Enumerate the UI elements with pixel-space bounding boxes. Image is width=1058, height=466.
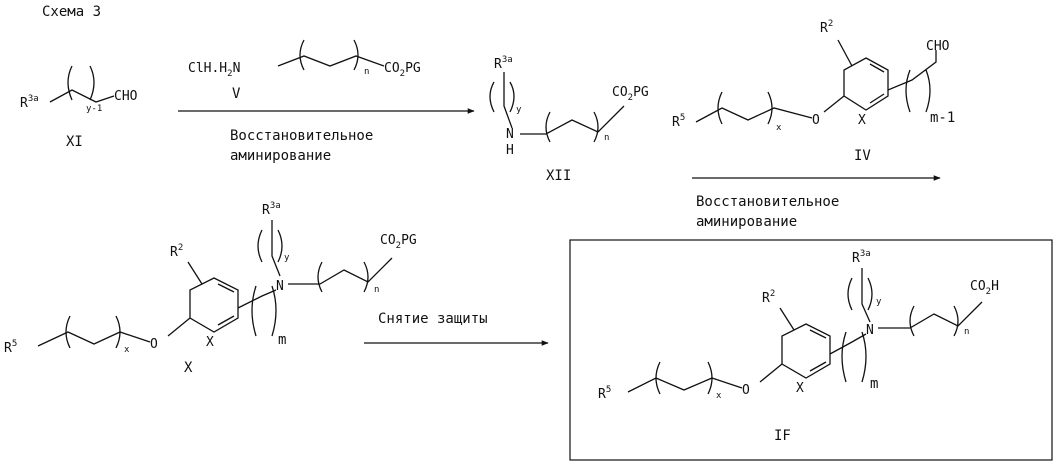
xi-cho: CHO — [114, 89, 138, 104]
x-bracket-m — [252, 286, 276, 336]
v-label: V — [232, 86, 241, 102]
iv-alkyl-chain — [696, 108, 812, 122]
v-reagent: ClH.H2N — [188, 61, 240, 79]
xii-chain-up — [504, 72, 512, 128]
x-alkyl-chain — [38, 332, 150, 346]
x-link-chain — [238, 290, 276, 308]
if-sub-n: n — [964, 327, 969, 337]
arrow1-cond-line1: Восстановительное — [230, 128, 373, 144]
arrow2-cond-line1: Восстановительное — [696, 194, 839, 210]
x-ring-double — [218, 284, 234, 325]
iv-o-bond — [824, 96, 844, 112]
if-ring — [782, 324, 830, 378]
xi-label: XI — [66, 134, 83, 150]
xii-sub-n: n — [604, 133, 609, 143]
x-chain-up — [272, 220, 280, 276]
iv-o: O — [812, 113, 820, 128]
compound-X: R3a y N n CO2PG R2 X m O x R5 X — [4, 201, 417, 376]
if-chain-up — [862, 268, 870, 322]
if-ring-x: X — [796, 381, 804, 396]
x-m: m — [278, 332, 286, 348]
x-o-bond — [168, 318, 190, 336]
iv-sub-x: x — [776, 123, 782, 133]
iv-ring-double — [870, 64, 884, 103]
compound-XI: R3a y-1 CHO XI — [20, 66, 138, 150]
if-o: O — [742, 383, 750, 398]
if-ring-double — [810, 330, 826, 371]
iv-cho-chain — [888, 50, 936, 90]
if-bracket-n — [910, 306, 958, 336]
x-sub-y: y — [284, 253, 290, 263]
x-ring — [190, 278, 238, 332]
x-o: O — [150, 337, 158, 352]
if-r3a: R3a — [852, 249, 871, 266]
if-acid: CO2H — [970, 279, 999, 297]
compound-IV: R2 X O x R5 CHO m-1 IV — [672, 19, 955, 164]
if-alkyl-chain — [628, 378, 742, 392]
x-r5: R5 — [4, 339, 17, 356]
arrow2-cond-line2: аминирование — [696, 214, 797, 230]
xii-bracket-y — [490, 82, 514, 112]
if-label: IF — [774, 428, 791, 444]
x-bracket-y — [258, 230, 282, 262]
x-n: N — [276, 279, 284, 294]
xii-sub-y: y — [516, 105, 522, 115]
compound-XII: R3a y N H n CO2PG XII — [490, 55, 649, 184]
xii-bracket-n — [546, 112, 598, 142]
if-o-bond — [760, 364, 782, 382]
xii-n: N — [506, 127, 514, 142]
x-ring-x: X — [206, 335, 214, 350]
x-chain-right — [288, 258, 392, 284]
xii-label: XII — [546, 168, 571, 184]
if-r5: R5 — [598, 385, 611, 402]
if-n: N — [866, 323, 874, 338]
xii-ester: CO2PG — [612, 85, 649, 103]
arrow1-cond-line2: аминирование — [230, 148, 331, 164]
product-box — [570, 240, 1052, 460]
if-sub-y: y — [876, 297, 882, 307]
v-ester: CO2PG — [384, 61, 421, 79]
if-chain-right — [878, 302, 982, 328]
xi-r3a: R3a — [20, 94, 39, 111]
x-r2-bond — [188, 262, 202, 284]
iv-ring-x: X — [858, 113, 866, 128]
x-r2: R2 — [170, 243, 183, 260]
if-bracket-y — [848, 278, 872, 310]
x-sub-x: x — [124, 345, 130, 355]
x-sub-n: n — [374, 285, 379, 295]
reagent-V: ClH.H2N n CO2PG V — [188, 40, 421, 102]
x-ester: CO2PG — [380, 233, 417, 251]
iv-r2-bond — [838, 40, 852, 66]
arrow3-cond: Снятие защиты — [378, 311, 488, 327]
x-r3a: R3a — [262, 201, 281, 218]
scheme-title: Схема 3 — [42, 4, 101, 20]
v-chain — [278, 56, 384, 66]
if-m: m — [870, 376, 878, 392]
iv-r5: R5 — [672, 113, 685, 130]
x-label: X — [184, 360, 193, 376]
xii-r3a: R3a — [494, 55, 513, 72]
iv-m1: m-1 — [930, 110, 955, 126]
x-bracket-n — [318, 262, 368, 292]
xi-sub-y1: y-1 — [86, 104, 102, 114]
iv-cho: CHO — [926, 39, 950, 54]
xi-chain — [50, 90, 114, 102]
iv-label: IV — [854, 148, 871, 164]
if-link-chain — [830, 334, 866, 354]
if-sub-x: x — [716, 391, 722, 401]
if-bracket-x — [656, 362, 712, 394]
v-sub-n: n — [364, 67, 369, 77]
iv-r2: R2 — [820, 19, 833, 36]
xii-h: H — [506, 143, 514, 158]
compound-IF: R3a y N n CO2H R2 X m O x R5 IF — [570, 240, 1052, 460]
if-r2: R2 — [762, 289, 775, 306]
if-r2-bond — [780, 308, 794, 330]
if-bracket-m — [842, 332, 866, 382]
xii-chain-right — [520, 106, 624, 134]
iv-ring — [844, 58, 888, 110]
